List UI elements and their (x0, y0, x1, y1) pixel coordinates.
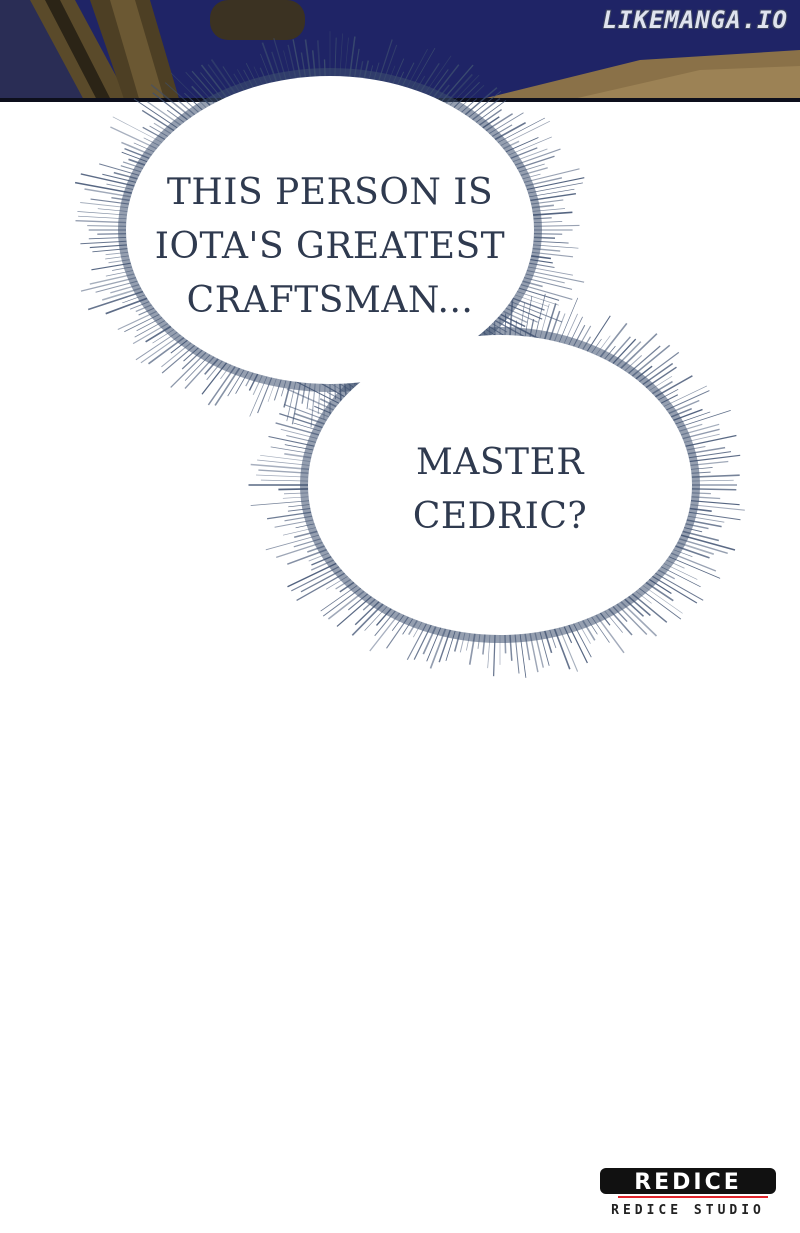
glow-spike (170, 72, 207, 108)
glow-spike (78, 215, 127, 220)
glow-spike (276, 541, 323, 558)
glow-spike (677, 409, 731, 429)
glow-spike (296, 572, 346, 601)
glow-spike (258, 469, 309, 474)
glow-spike (620, 601, 658, 637)
glow-spike (523, 277, 573, 290)
glow-spike (500, 120, 551, 146)
glow-spike (639, 587, 682, 620)
glow-spike (74, 181, 133, 194)
glow-spike (170, 351, 207, 388)
glow-spike (80, 276, 137, 292)
speech-bubble-1 (126, 76, 534, 384)
glow-spike (87, 290, 144, 311)
glow-spike (668, 556, 721, 579)
glow-spike (510, 301, 563, 323)
glow-spike (77, 211, 128, 216)
glow-spike (678, 538, 728, 554)
glow-spike (80, 202, 129, 209)
glow-spike (651, 575, 698, 604)
studio-label: REDICE STUDIO (611, 1203, 765, 1218)
glow-spike (250, 500, 310, 506)
glow-spike (638, 351, 680, 383)
glow-spike (257, 459, 310, 466)
speech-bubbles (74, 31, 745, 678)
glow-spike (690, 500, 740, 506)
glow-spike (690, 504, 745, 511)
site-watermark: LIKEMANGA.IO (602, 6, 788, 34)
panel-illustration (0, 0, 800, 102)
glow-spike (620, 333, 658, 370)
glow-spike (112, 116, 163, 143)
speech-bubble-2 (308, 335, 692, 635)
glow-spike (250, 463, 310, 471)
glow-spike (80, 173, 135, 187)
glow-spike (135, 331, 178, 361)
glow-spike (655, 572, 704, 601)
glow-spike (526, 177, 585, 191)
glow-spike (75, 220, 127, 224)
glow-spike (291, 566, 340, 592)
glow-spike (688, 511, 741, 521)
dialogue-bubble-1-text: THIS PERSON IS IOTA'S GREATEST CRAFTSMAN… (154, 172, 506, 321)
top-panel-artwork: LIKEMANGA.IO (0, 0, 800, 102)
glow-spike (150, 84, 192, 118)
glow-spike (287, 562, 337, 588)
glow-spike (255, 474, 309, 478)
glow-spike (685, 434, 737, 447)
glow-spike (526, 269, 585, 283)
glow-spike (520, 284, 573, 300)
dialogue-bubble-2-text: MASTER CEDRIC? (412, 442, 588, 537)
redice-logo-mark: REDICE (600, 1168, 776, 1198)
glow-spike (680, 534, 736, 551)
glow-spike (528, 182, 583, 194)
glow-spike (286, 388, 335, 411)
glow-spike (265, 534, 320, 551)
glow-spike (689, 454, 741, 463)
glow-spike (523, 168, 580, 183)
glow-spike (110, 126, 157, 150)
glow-spike (497, 117, 546, 143)
logo-wordmark: REDICE (634, 1170, 742, 1195)
glow-spike (133, 98, 178, 129)
glow-spike (260, 454, 311, 462)
studio-logo: REDICE REDICE STUDIO (598, 1163, 778, 1223)
